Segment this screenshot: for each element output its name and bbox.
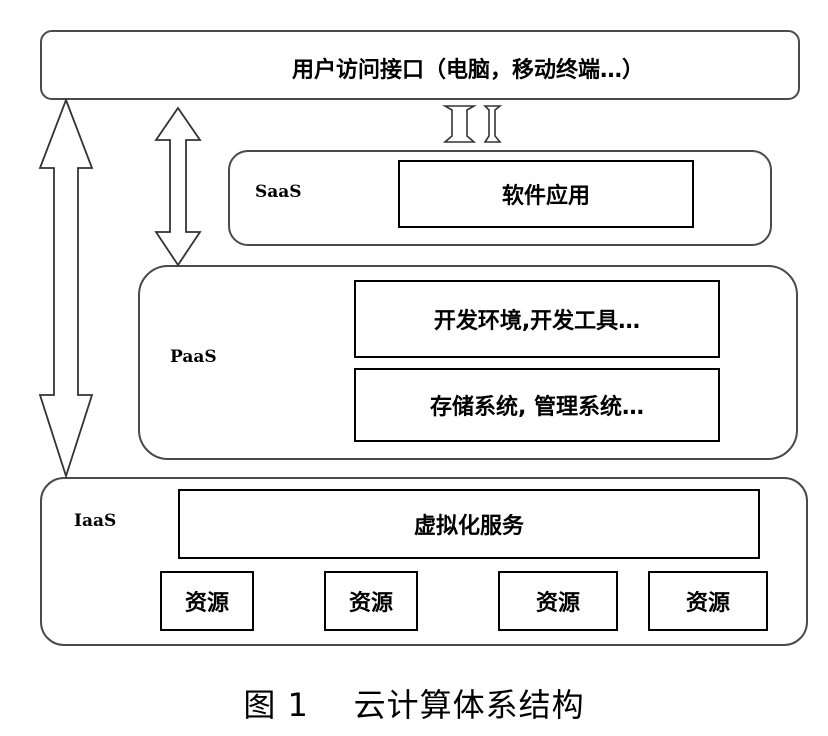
software-application-box: 软件应用 — [398, 160, 694, 228]
resource-box-4: 资源 — [648, 571, 768, 631]
iaas-label: IaaS — [74, 511, 117, 531]
dev-environment-box: 开发环境,开发工具… — [354, 280, 720, 358]
top-to-saas-double-arrow — [441, 105, 478, 143]
resource-label: 资源 — [535, 591, 580, 616]
figure-caption: 图 1 云计算体系结构 — [243, 686, 585, 724]
resource-box-3: 资源 — [498, 571, 618, 631]
iaas-layer: IaaS 虚拟化服务 资源 资源 资源 资源 — [40, 477, 808, 646]
user-access-layer: 用户访问接口（电脑，移动终端…） — [40, 30, 800, 100]
saas-layer: SaaS 软件应用 — [228, 150, 772, 246]
dev-environment-label: 开发环境,开发工具… — [433, 309, 641, 334]
software-application-label: 软件应用 — [501, 184, 590, 209]
resource-label: 资源 — [685, 591, 730, 616]
top-to-saas-double-arrow-right — [483, 105, 503, 143]
saas-label: SaaS — [255, 182, 302, 202]
virtualization-service-box: 虚拟化服务 — [178, 489, 760, 559]
paas-label: PaaS — [170, 347, 217, 367]
resource-label: 资源 — [184, 591, 229, 616]
top-to-paas-double-arrow — [154, 106, 202, 267]
paas-layer: PaaS 开发环境,开发工具… 存储系统, 管理系统… — [138, 265, 798, 460]
user-access-label: 用户访问接口（电脑，移动终端…） — [292, 58, 645, 83]
storage-management-box: 存储系统, 管理系统… — [354, 368, 720, 442]
top-to-iaas-double-arrow — [38, 97, 94, 479]
virtualization-service-label: 虚拟化服务 — [413, 514, 524, 539]
storage-management-label: 存储系统, 管理系统… — [429, 395, 645, 420]
resource-box-2: 资源 — [324, 571, 418, 631]
resource-label: 资源 — [348, 591, 393, 616]
resource-box-1: 资源 — [160, 571, 254, 631]
